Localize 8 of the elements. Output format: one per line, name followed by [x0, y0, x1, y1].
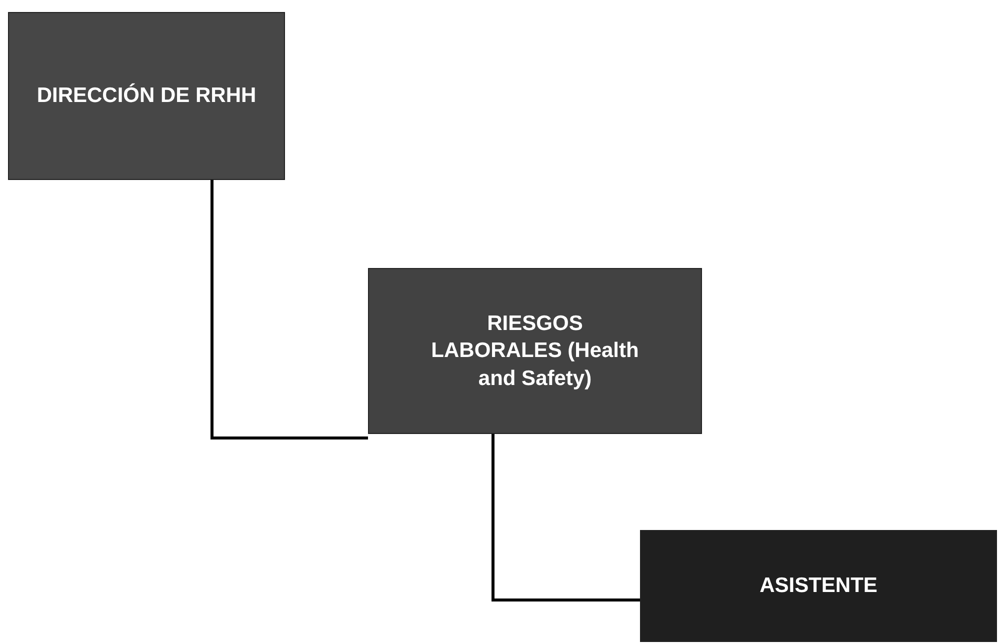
connector-line: [492, 434, 640, 602]
connector-line: [210, 180, 368, 440]
box-title: RIESGOS LABORALES (Health and Safety): [430, 311, 640, 392]
box-title: DIRECCIÓN DE RRHH: [36, 82, 256, 110]
org-box: [640, 530, 997, 642]
box-title: ASISTENTE: [760, 573, 878, 600]
org-box: [8, 12, 285, 180]
org-box: [368, 268, 702, 434]
